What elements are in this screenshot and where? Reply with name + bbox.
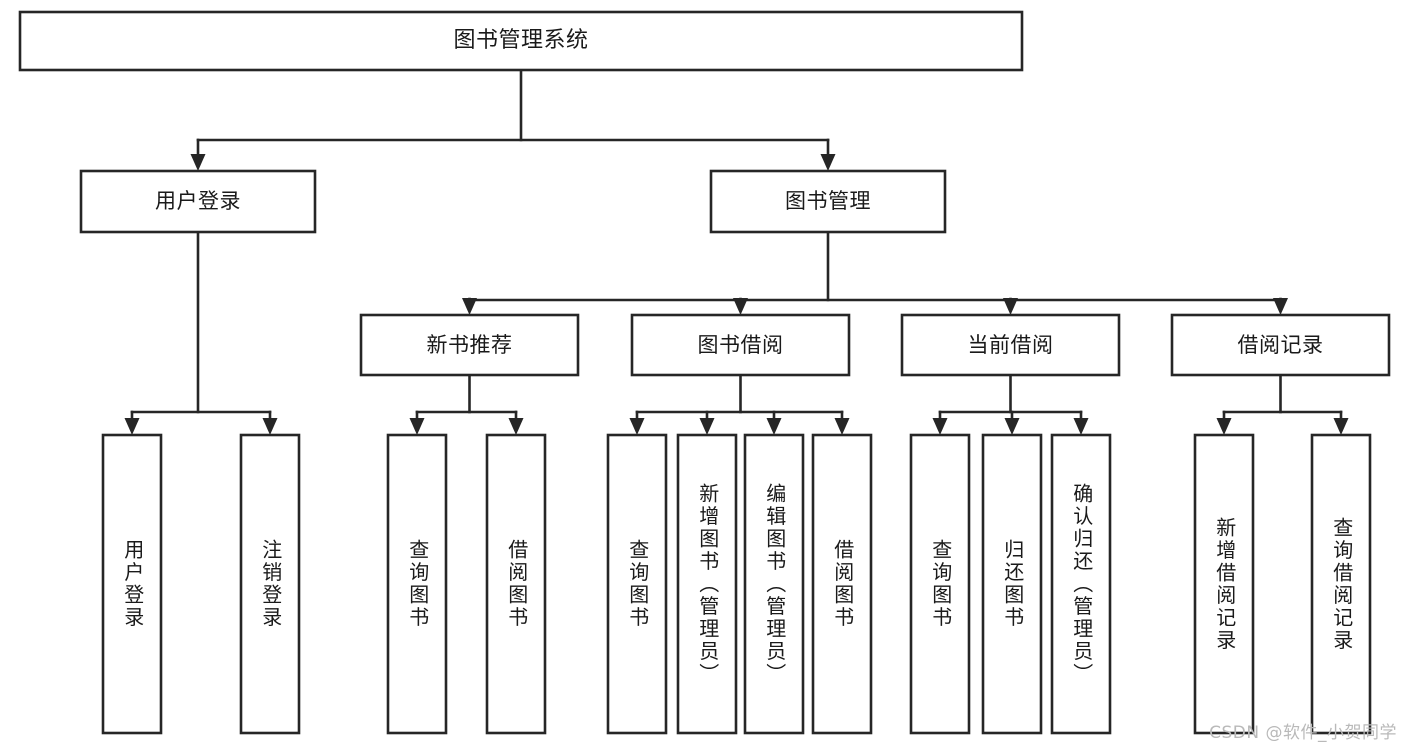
- edge-current-borrow-leaf-query-book-current-arrowhead: [932, 418, 948, 435]
- node-box-leaf-add-book-admin[interactable]: [676, 433, 738, 735]
- edge-book-borrow-leaf-add-book-admin-arrowhead: [699, 418, 715, 435]
- edge-new-book-recommend-leaf-query-book-recommend-arrowhead: [409, 418, 425, 435]
- node-box-leaf-borrow-book[interactable]: [811, 433, 873, 735]
- edge-bm-current-borrow-arrowhead: [1003, 298, 1018, 315]
- edge-root-book-management-arrowhead: [820, 154, 836, 171]
- node-box-leaf-query-book-borrow[interactable]: [606, 433, 668, 735]
- node-box-new-book-recommend[interactable]: [359, 313, 580, 377]
- edge-root-user-login-arrowhead: [190, 154, 206, 171]
- edge-book-borrow-leaf-borrow-book-arrowhead: [834, 418, 850, 435]
- node-box-leaf-confirm-return-admin[interactable]: [1050, 433, 1112, 735]
- node-box-root[interactable]: [18, 10, 1024, 72]
- node-box-leaf-return-book[interactable]: [981, 433, 1043, 735]
- node-box-leaf-query-book-current[interactable]: [909, 433, 971, 735]
- boxes-layer: [18, 10, 1391, 735]
- edge-new-book-recommend-leaf-borrow-book-recommend-arrowhead: [508, 418, 524, 435]
- node-box-leaf-user-login[interactable]: [101, 433, 163, 735]
- edge-bm-new-book-recommend-arrowhead: [462, 298, 477, 315]
- edge-book-borrow-leaf-query-book-borrow-arrowhead: [629, 418, 645, 435]
- edge-borrow-record-leaf-add-borrow-record-arrowhead: [1216, 418, 1232, 435]
- edge-user-login-leaf-user-login-arrowhead: [124, 418, 140, 435]
- node-box-book-management[interactable]: [709, 169, 947, 234]
- edge-current-borrow-leaf-confirm-return-admin-arrowhead: [1073, 418, 1089, 435]
- node-box-user-login[interactable]: [79, 169, 317, 234]
- edge-current-borrow-leaf-return-book-arrowhead: [1004, 418, 1020, 435]
- node-box-current-borrow[interactable]: [900, 313, 1121, 377]
- edge-bm-book-borrow-arrowhead: [733, 298, 748, 315]
- edge-bm-borrow-record-arrowhead: [1273, 298, 1288, 315]
- node-box-leaf-add-borrow-record[interactable]: [1193, 433, 1255, 735]
- node-box-book-borrow[interactable]: [630, 313, 851, 377]
- node-box-leaf-logout[interactable]: [239, 433, 301, 735]
- connectors-layer: [124, 68, 1349, 435]
- node-box-leaf-edit-book-admin[interactable]: [743, 433, 805, 735]
- node-box-leaf-query-borrow-record[interactable]: [1310, 433, 1372, 735]
- edge-user-login-leaf-logout-arrowhead: [262, 418, 278, 435]
- watermark-text: CSDN @软件_小贺同学: [1209, 723, 1397, 743]
- node-box-leaf-borrow-book-recommend[interactable]: [485, 433, 547, 735]
- edge-book-borrow-leaf-edit-book-admin-arrowhead: [766, 418, 782, 435]
- node-box-borrow-record[interactable]: [1170, 313, 1391, 377]
- node-box-leaf-query-book-recommend[interactable]: [386, 433, 448, 735]
- edge-borrow-record-leaf-query-borrow-record-arrowhead: [1333, 418, 1349, 435]
